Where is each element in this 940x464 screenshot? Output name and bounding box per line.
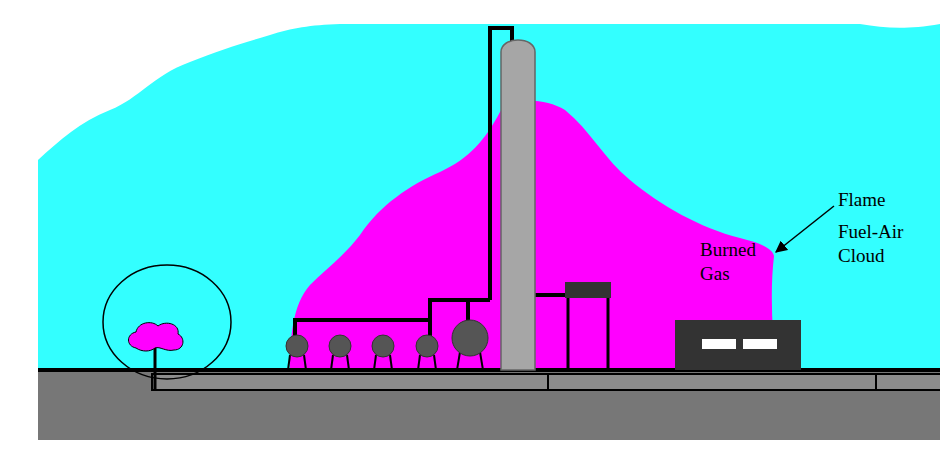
region-label: Fuel-Air Cloud [838, 220, 918, 268]
pipe [295, 28, 512, 340]
pipe [535, 293, 567, 297]
elevated-drum [565, 282, 611, 298]
trench-joint [547, 374, 549, 390]
ground-surface [38, 368, 940, 372]
window [702, 339, 736, 349]
distillation-column [501, 40, 535, 370]
region-label: Burned Gas [700, 238, 772, 286]
trench-joint [875, 374, 877, 390]
small-burned-cloud [129, 323, 183, 351]
window [743, 339, 777, 349]
leak-pipe [154, 345, 157, 390]
leader-line [776, 206, 834, 252]
drum-support [567, 298, 570, 370]
ignition-boundary [103, 265, 231, 379]
building [675, 320, 801, 370]
storage-spheres [286, 320, 488, 370]
leader-label: Flame [838, 188, 918, 212]
pipe-trench [152, 374, 940, 390]
drum-support [607, 298, 610, 370]
